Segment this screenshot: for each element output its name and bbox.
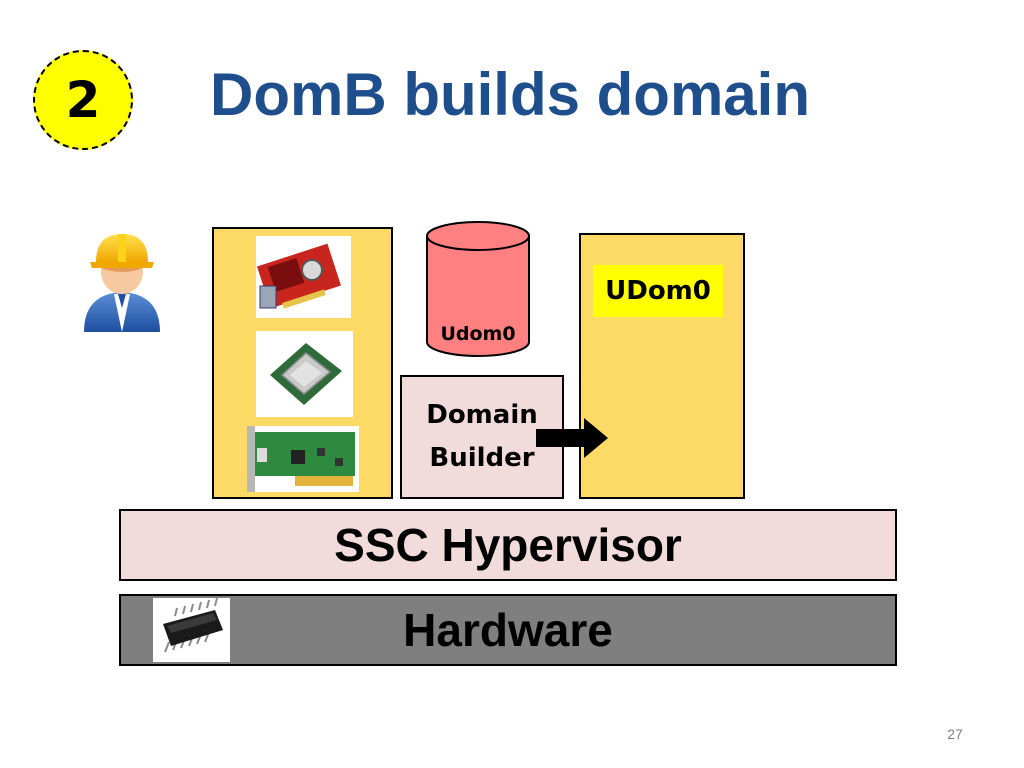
domain-builder-label-line2: Builder <box>429 443 535 473</box>
graphics-card-picture <box>256 236 351 318</box>
page-number: 27 <box>947 726 963 742</box>
step-number: 2 <box>65 71 101 129</box>
step-badge: 2 <box>33 50 133 150</box>
domain-builder-box: Domain Builder <box>400 375 564 499</box>
microchip-icon <box>163 597 223 653</box>
graphics-card-icon <box>257 243 341 309</box>
microchip-picture <box>153 597 230 662</box>
arrow-right-icon <box>536 418 608 458</box>
hypervisor-layer: SSC Hypervisor <box>119 509 897 581</box>
domain-builder-label-line1: Domain <box>426 400 538 430</box>
disk-label: Udom0 <box>440 323 516 345</box>
cpu-icon <box>270 343 342 405</box>
slide-title: DomB builds domain <box>210 61 810 128</box>
worker-icon <box>84 234 160 332</box>
disk-cylinder-icon <box>426 221 530 357</box>
hardware-layer: Hardware <box>119 594 897 666</box>
cpu-picture <box>256 331 353 417</box>
new-domain-label: UDom0 <box>593 265 723 317</box>
network-card-icon <box>247 426 355 492</box>
network-card-picture <box>247 426 359 492</box>
